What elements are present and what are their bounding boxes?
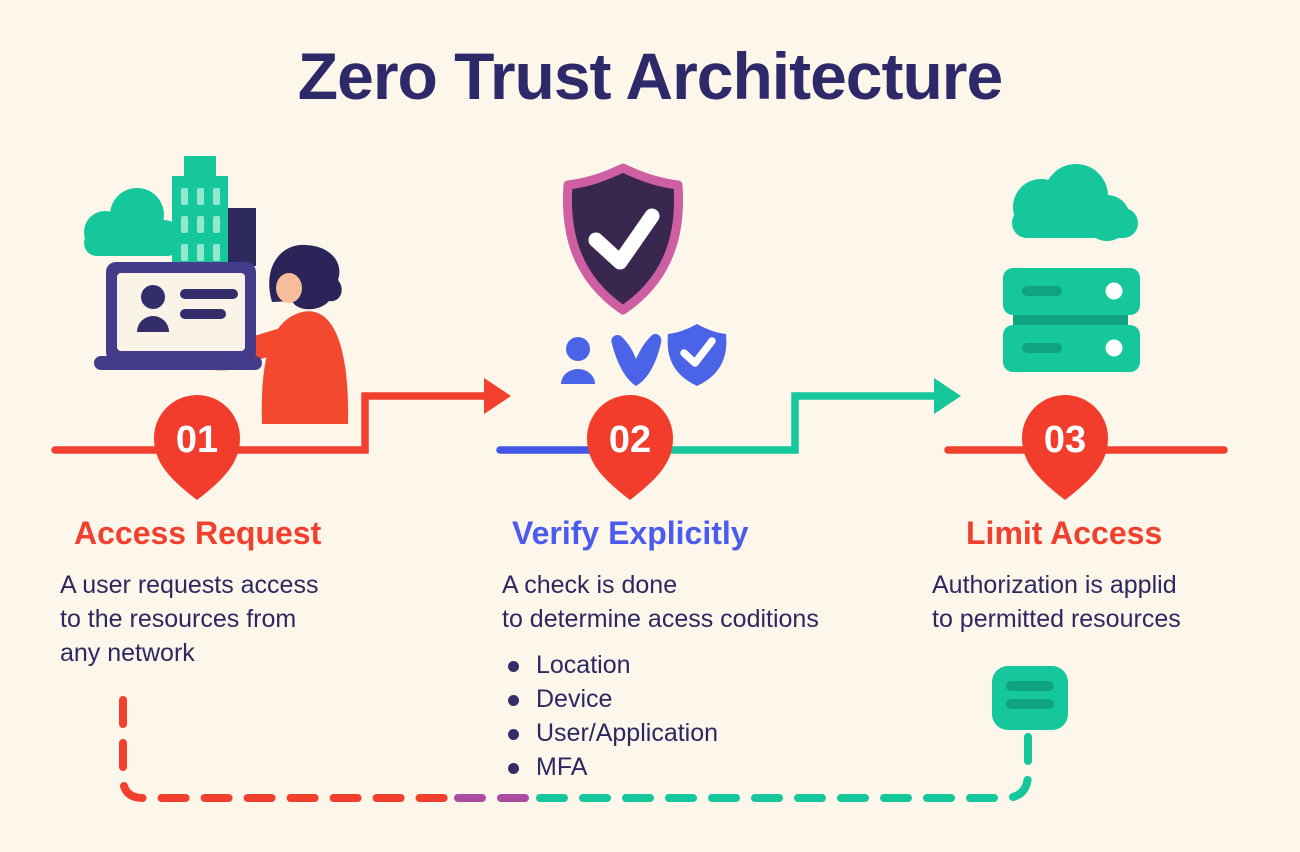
step2-text-block: Verify Explicitly A check is done to det… <box>502 514 902 784</box>
pin-step-3: 03 <box>1022 395 1108 500</box>
pin-number: 03 <box>1044 419 1086 461</box>
feedback-dashed-loop <box>119 696 1032 802</box>
step2-description: A check is done to determine acess codit… <box>502 568 902 636</box>
pin-number: 01 <box>176 419 218 461</box>
id-card-icon <box>137 285 238 332</box>
dashed-red-segment <box>119 696 450 802</box>
laptop-icon <box>94 262 262 370</box>
description-line: to permitted resources <box>932 605 1181 633</box>
dashed-teal-segment <box>536 732 1032 802</box>
cloud-icon <box>84 188 182 256</box>
building-icon <box>172 156 256 266</box>
resource-box-icon <box>992 666 1068 730</box>
bullet-item: Location <box>502 648 902 682</box>
shield-check-icon <box>563 163 683 315</box>
step3-text-block: Limit Access Authorization is applid to … <box>932 514 1252 636</box>
step1-description: A user requests access to the resources … <box>60 568 380 670</box>
bullet-item: Device <box>502 682 902 716</box>
user-icon <box>561 337 595 384</box>
v-badge-icon <box>611 333 662 386</box>
pin-step-2: 02 <box>587 395 673 500</box>
cloud-icon <box>1012 164 1138 241</box>
step1-text-block: Access Request A user requests access to… <box>60 514 380 670</box>
step2-illustration <box>561 163 727 386</box>
step3-title: Limit Access <box>966 515 1163 551</box>
description-line: A check is done <box>502 571 678 599</box>
server-icon <box>1003 268 1140 372</box>
step-arrow-teal <box>628 392 940 454</box>
description-line: A user requests access <box>60 571 319 599</box>
description-line: any network <box>60 639 195 667</box>
pin-number: 02 <box>609 419 651 461</box>
bullet-item: MFA <box>502 750 902 784</box>
page-title: Zero Trust Architecture <box>297 39 1003 113</box>
step1-title: Access Request <box>74 515 322 551</box>
step3-illustration <box>1003 164 1140 372</box>
description-line: Authorization is applid <box>932 571 1177 599</box>
description-line: to determine acess coditions <box>502 605 819 633</box>
verification-bullet-list: Location Device User/Application MFA <box>502 648 902 784</box>
step2-title: Verify Explicitly <box>512 515 749 551</box>
step3-description: Authorization is applid to permitted res… <box>932 568 1252 636</box>
description-line: to the resources from <box>60 605 297 633</box>
pin-step-1: 01 <box>154 395 240 500</box>
step1-illustration <box>84 156 349 424</box>
bullet-item: User/Application <box>502 716 902 750</box>
red-arrowhead-icon <box>484 378 511 414</box>
shield-verified-icon <box>667 324 727 386</box>
teal-arrowhead-icon <box>934 378 961 414</box>
